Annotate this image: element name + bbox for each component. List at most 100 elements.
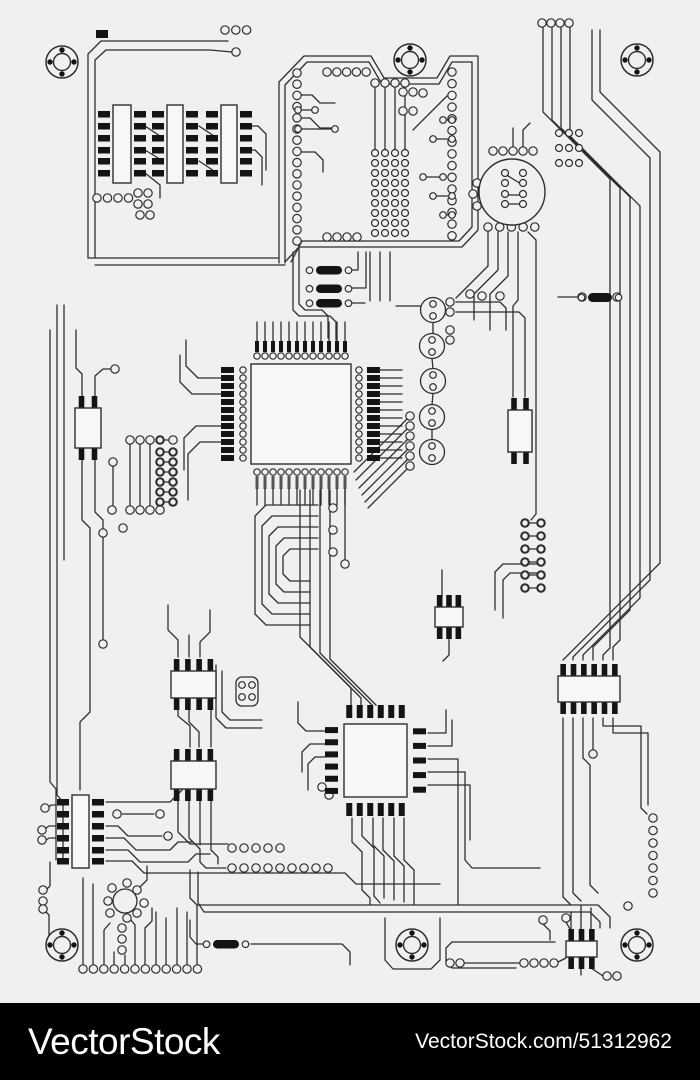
chip-pin <box>152 123 164 130</box>
pad <box>351 67 362 77</box>
chip-pin <box>206 111 218 118</box>
pad <box>408 106 418 116</box>
pad <box>169 478 177 486</box>
pad <box>445 325 455 335</box>
trace <box>278 55 479 264</box>
pad <box>332 232 342 242</box>
pad <box>352 232 362 242</box>
asset-url: VectorStock.com/51312962 <box>415 1029 672 1053</box>
capacitor <box>418 332 446 360</box>
mounting-hole-dot <box>71 942 77 948</box>
pad <box>477 291 487 301</box>
pad <box>537 532 545 540</box>
chip-pin <box>367 447 380 453</box>
chip-pin <box>581 702 587 714</box>
pad <box>361 67 371 77</box>
pad <box>292 79 302 89</box>
pad <box>341 67 352 77</box>
trace <box>569 27 641 661</box>
trace <box>210 790 219 865</box>
chip-pin <box>186 135 198 142</box>
trace <box>355 425 411 481</box>
chip-pin <box>398 803 405 816</box>
mounting-hole-dot <box>409 930 415 936</box>
trace <box>144 907 153 966</box>
pad <box>400 178 410 188</box>
pad <box>521 571 529 579</box>
pad <box>370 148 380 158</box>
capacitor <box>419 367 447 395</box>
chip-pin <box>367 705 374 718</box>
pad <box>156 478 164 486</box>
chip-pin <box>356 803 363 816</box>
chip-pin <box>134 147 146 154</box>
chip-pin <box>578 957 585 969</box>
chip-pin <box>367 455 380 461</box>
trace <box>197 871 601 929</box>
trace <box>348 251 367 289</box>
pad <box>447 231 457 241</box>
chip-pin <box>92 858 104 865</box>
trace <box>298 245 329 339</box>
pad <box>429 371 437 379</box>
pad <box>239 422 247 430</box>
chip-pin <box>173 789 180 801</box>
mounting-hole <box>395 928 429 962</box>
pad <box>239 398 247 406</box>
pad <box>38 896 48 906</box>
trace <box>560 27 631 661</box>
mounting-hole-dot <box>59 71 65 77</box>
chip-pin <box>455 627 462 639</box>
chip-pin <box>570 664 577 676</box>
pad <box>117 934 127 944</box>
chip-pin <box>319 476 323 489</box>
pad <box>445 307 455 317</box>
trace <box>455 301 507 331</box>
pad <box>88 964 99 974</box>
relay-pad <box>518 199 528 209</box>
pad <box>405 461 415 471</box>
trace <box>527 231 537 521</box>
soic-chip <box>565 940 598 958</box>
pad <box>380 228 390 238</box>
pad <box>333 352 341 360</box>
trace <box>268 526 319 604</box>
pad <box>370 158 380 168</box>
pad <box>239 863 249 873</box>
chip-pin <box>295 476 299 489</box>
pad <box>390 218 400 228</box>
trace <box>250 943 351 966</box>
pad <box>448 211 456 219</box>
pad <box>564 128 574 138</box>
mounting-hole-dot <box>407 69 413 75</box>
pad <box>539 958 549 968</box>
chip-pin <box>327 476 331 489</box>
pad <box>508 146 518 156</box>
trace <box>403 817 415 906</box>
relay-pad <box>500 168 510 178</box>
pad <box>156 498 164 506</box>
pad <box>220 25 230 35</box>
pad <box>103 896 113 906</box>
chip-pin <box>98 123 110 130</box>
pad <box>311 863 321 873</box>
pad <box>448 116 456 124</box>
pad <box>574 128 584 138</box>
chip-pin <box>185 749 191 761</box>
pad <box>448 192 456 200</box>
pad <box>135 435 145 445</box>
pad <box>370 218 380 228</box>
chip-pin <box>398 705 405 718</box>
pad <box>648 838 658 848</box>
pad <box>405 441 415 451</box>
trace <box>562 29 661 661</box>
pad <box>38 885 48 895</box>
pad <box>370 228 380 238</box>
chip-pin <box>98 111 110 118</box>
trace <box>412 95 448 131</box>
chip-pin <box>206 170 218 177</box>
chip-pin <box>207 698 214 710</box>
trace <box>445 941 556 969</box>
chip-pin <box>388 803 395 816</box>
chip-pin <box>327 341 331 352</box>
